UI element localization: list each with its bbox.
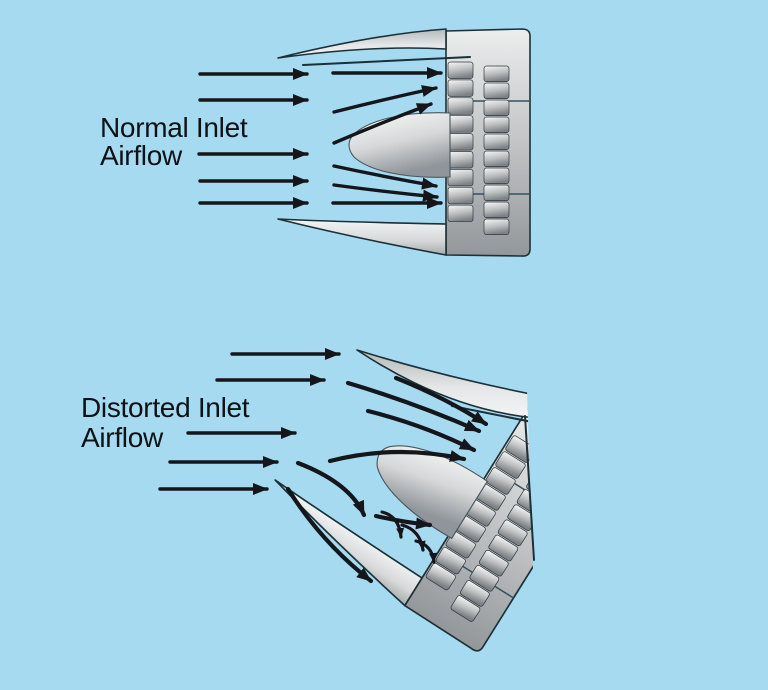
- cutaway-edge-line: [524, 415, 535, 561]
- normal-airflow-diagram: Normal Inlet Airflow: [100, 28, 531, 257]
- turbulence-arrow: [414, 539, 437, 564]
- airflow-arrow: [332, 164, 438, 190]
- distorted-flow-arrow: [327, 449, 467, 464]
- upper-duct-wall-line: [451, 405, 533, 423]
- airflow-arrow: [332, 85, 438, 114]
- distorted-flow-arrow: [285, 486, 374, 584]
- distorted-flow-arrow: [345, 380, 482, 434]
- distorted-airflow-diagram: Distorted Inlet Airflow: [81, 309, 537, 655]
- turbulence-arrow: [400, 523, 426, 552]
- normal-label-line1: Normal Inlet: [100, 112, 248, 143]
- distorted-label-line1: Distorted Inlet: [81, 392, 250, 423]
- airflow-arrow: [332, 102, 433, 145]
- distorted-airflow-arrows: [158, 348, 489, 584]
- distorted-flow-arrow: [295, 460, 367, 518]
- normal-airflow-arrows: [197, 67, 443, 209]
- turbulence-arrow: [380, 510, 405, 539]
- distorted-flow-arrow: [365, 408, 477, 453]
- airflow-arrow: [332, 183, 439, 202]
- distorted-flow-arrow: [393, 375, 489, 427]
- normal-label-line2: Airflow: [100, 140, 183, 171]
- distorted-flow-arrow: [373, 513, 433, 530]
- distorted-label-line2: Airflow: [81, 422, 164, 453]
